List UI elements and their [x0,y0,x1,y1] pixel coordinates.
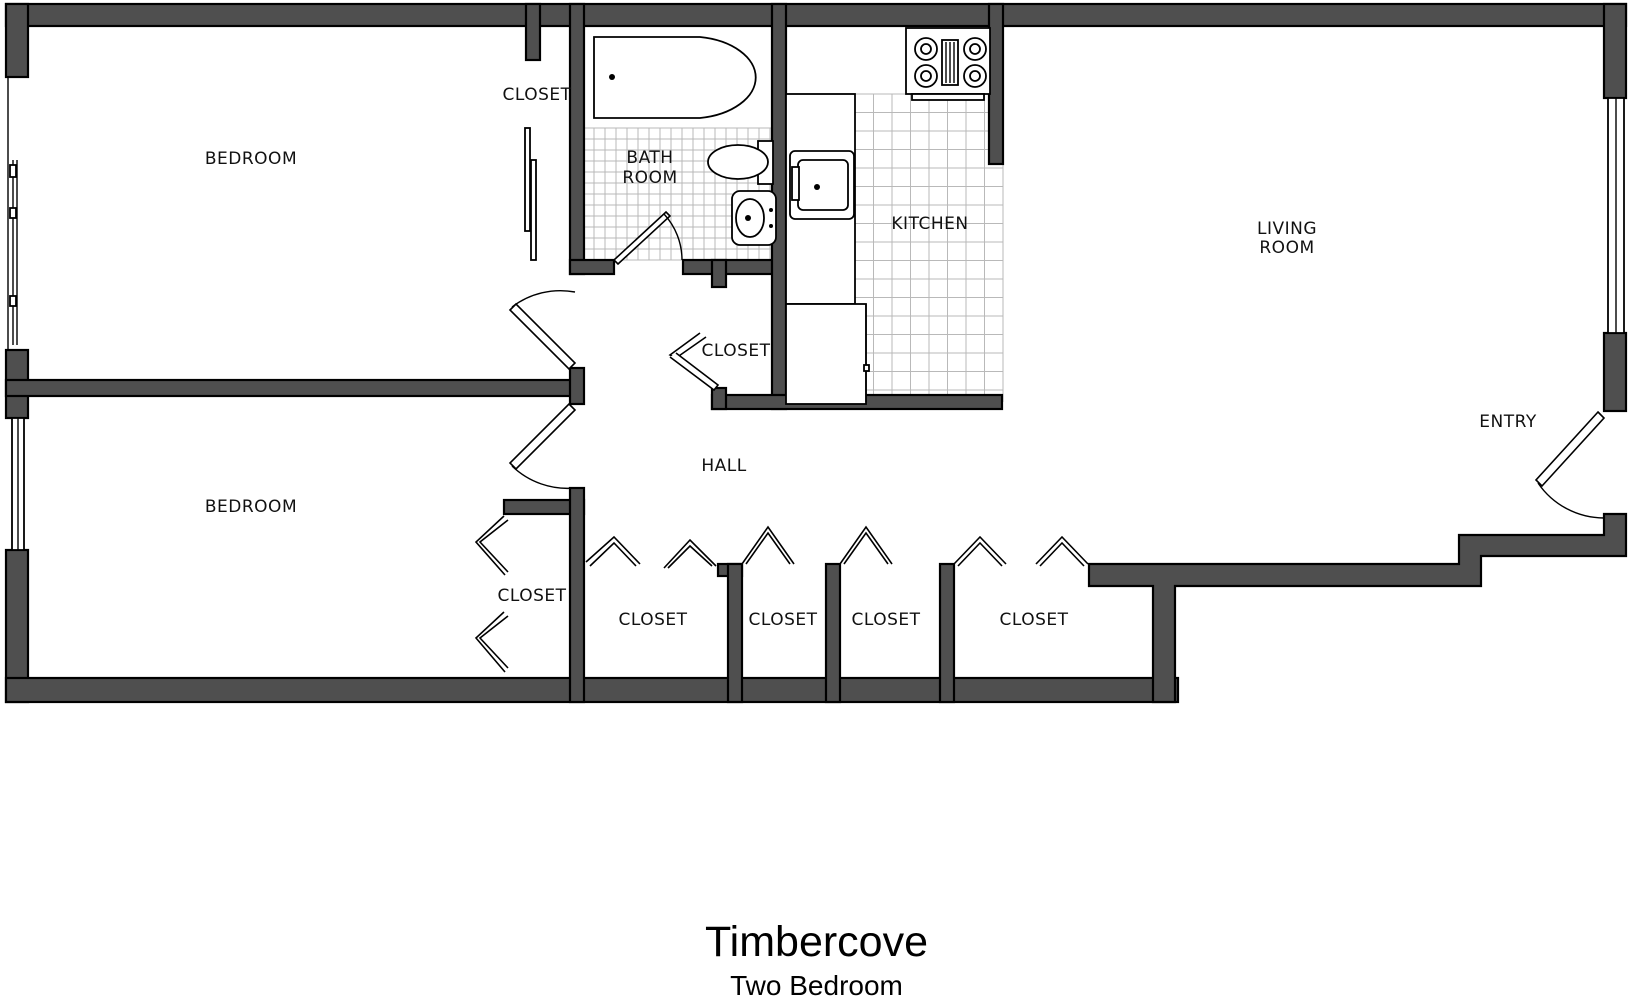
toilet [707,140,774,185]
kitchen-label: KITCHEN [891,214,968,234]
entry-label: ENTRY [1479,412,1537,432]
stove [905,27,991,101]
living-room-label-line2: ROOM [1259,238,1314,258]
closet-c-label: CLOSET [851,610,920,630]
entry-door [1534,410,1606,519]
bath-door [612,210,683,266]
kitchen-sink [789,150,855,220]
closet-a-label: CLOSET [618,610,687,630]
closet-b-label: CLOSET [748,610,817,630]
closet-d-bifold [953,535,1089,567]
windows [7,77,1625,551]
kitchen-floor-tiles [854,93,1005,402]
hall-closet-label: CLOSET [701,341,770,361]
room-labels: BEDROOM CLOSET BATH ROOM KITCHEN LIVING … [205,85,1537,630]
closet-c-bifold [839,525,893,565]
living-room-label-line1: LIVING [1257,219,1317,239]
bedroom-2-door [508,402,577,490]
bedroom-2-label: BEDROOM [205,497,297,517]
bathtub [593,36,757,119]
bath-label-line1: BATH [626,148,673,168]
hall-closet-bifold [668,332,720,392]
closet-d-label: CLOSET [999,610,1068,630]
bath-sink [731,190,777,246]
bedroom-1-label: BEDROOM [205,149,297,169]
bedroom-1-door [508,289,577,371]
walls [4,2,1628,704]
bedroom-2-closet-label: CLOSET [497,586,566,606]
bedroom-closet-sliding-doors [524,127,537,261]
bedroom-2-closet-bifold [474,515,509,673]
plan-subtitle: Two Bedroom [730,970,903,1001]
hall-label: HALL [701,456,746,476]
bedroom-1-closet-label: CLOSET [502,85,571,105]
closet-b-bifold [741,525,795,565]
refrigerator [785,303,870,405]
bath-label-line2: ROOM [622,168,677,188]
closet-a-bifold [585,535,717,569]
plan-title: Timbercove [704,918,929,966]
